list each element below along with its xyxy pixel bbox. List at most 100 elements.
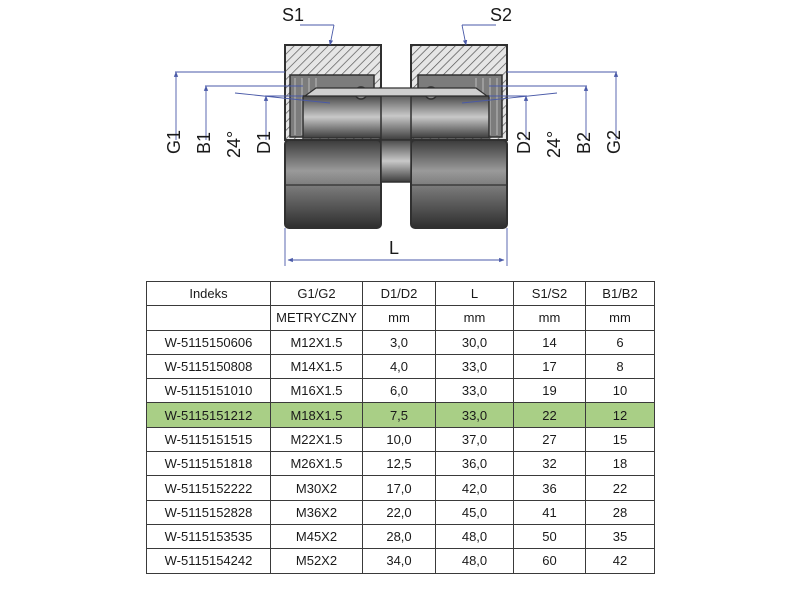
cell-length: 48,0	[435, 523, 514, 550]
cell-bore: 3,0	[362, 329, 436, 355]
cell-length: 42,0	[435, 475, 514, 501]
cell-index: W-5115151010	[146, 378, 271, 404]
cell-index: W-5115151212	[146, 402, 271, 428]
cell-length: L	[435, 280, 514, 307]
cell-bore: 6,0	[362, 378, 436, 404]
cell-length: 45,0	[435, 499, 514, 525]
cell-thread: METRYCZNY	[270, 305, 363, 331]
cell-index: W-5115150606	[146, 329, 271, 355]
cell-index: W-5115152828	[146, 499, 271, 525]
cell-length: 36,0	[435, 451, 514, 477]
cell-thread: M18X1.5	[270, 402, 363, 428]
g1-label: G1	[164, 130, 184, 154]
cell-wrench-size: 14	[513, 329, 586, 355]
cell-cone-size: 42	[585, 548, 655, 574]
cell-cone-size: 15	[585, 426, 655, 453]
cell-index	[146, 305, 271, 331]
cell-index: W-5115151818	[146, 451, 271, 477]
cell-thread: M26X1.5	[270, 451, 363, 477]
cell-bore: D1/D2	[362, 280, 436, 307]
cell-thread: M36X2	[270, 499, 363, 525]
cell-wrench-size: 60	[513, 548, 586, 574]
cell-cone-size: 35	[585, 523, 655, 550]
cell-cone-size: 12	[585, 402, 655, 428]
cell-thread: M22X1.5	[270, 426, 363, 453]
cell-thread: M16X1.5	[270, 378, 363, 404]
cell-bore: 10,0	[362, 426, 436, 453]
cell-bore: 12,5	[362, 451, 436, 477]
cell-thread: M14X1.5	[270, 353, 363, 380]
d1-label: D1	[254, 131, 274, 154]
dimension-lines	[173, 24, 619, 266]
cell-thread: M52X2	[270, 548, 363, 574]
cell-length: 33,0	[435, 378, 514, 404]
cell-index: W-5115151515	[146, 426, 271, 453]
b2-label: B2	[574, 132, 594, 154]
cell-wrench-size: 19	[513, 378, 586, 404]
cell-length: 37,0	[435, 426, 514, 453]
cell-cone-size: mm	[585, 305, 655, 331]
cell-index: Indeks	[146, 280, 271, 307]
cell-index: W-5115153535	[146, 523, 271, 550]
cell-bore: 7,5	[362, 402, 436, 428]
cell-bore: 4,0	[362, 353, 436, 380]
cell-bore: 34,0	[362, 548, 436, 574]
cell-wrench-size: 17	[513, 353, 586, 380]
angle-right-label: 24°	[544, 131, 564, 158]
s2-label: S2	[490, 5, 512, 25]
cell-thread: M12X1.5	[270, 329, 363, 355]
b1-label: B1	[194, 132, 214, 154]
g2-label: G2	[604, 130, 624, 154]
cell-length: 48,0	[435, 548, 514, 574]
cell-bore: mm	[362, 305, 436, 331]
cell-index: W-5115154242	[146, 548, 271, 574]
cell-wrench-size: 22	[513, 402, 586, 428]
cell-wrench-size: S1/S2	[513, 280, 586, 307]
cell-wrench-size: 36	[513, 475, 586, 501]
angle-left-label: 24°	[224, 131, 244, 158]
length-label: L	[389, 238, 399, 258]
cell-cone-size: 6	[585, 329, 655, 355]
cell-wrench-size: 50	[513, 523, 586, 550]
cell-index: W-5115150808	[146, 353, 271, 380]
cell-bore: 22,0	[362, 499, 436, 525]
cell-length: mm	[435, 305, 514, 331]
d2-label: D2	[514, 131, 534, 154]
cell-length: 30,0	[435, 329, 514, 355]
cell-thread: M45X2	[270, 523, 363, 550]
cell-thread: M30X2	[270, 475, 363, 501]
cell-cone-size: 28	[585, 499, 655, 525]
cell-length: 33,0	[435, 402, 514, 428]
cell-bore: 17,0	[362, 475, 436, 501]
cell-cone-size: 8	[585, 353, 655, 380]
cell-cone-size: 18	[585, 451, 655, 477]
section-view	[284, 44, 508, 141]
cell-wrench-size: 27	[513, 426, 586, 453]
fitting-technical-drawing: S1 S2 G1 B1 24° D1 D2 24° B2 G2 L	[164, 5, 624, 266]
cell-thread: G1/G2	[270, 280, 363, 307]
cell-cone-size: B1/B2	[585, 280, 655, 307]
cell-index: W-5115152222	[146, 475, 271, 501]
outside-view	[284, 139, 508, 229]
cell-wrench-size: 32	[513, 451, 586, 477]
cell-wrench-size: 41	[513, 499, 586, 525]
cell-cone-size: 22	[585, 475, 655, 501]
cell-wrench-size: mm	[513, 305, 586, 331]
cell-cone-size: 10	[585, 378, 655, 404]
s1-label: S1	[282, 5, 304, 25]
cell-bore: 28,0	[362, 523, 436, 550]
